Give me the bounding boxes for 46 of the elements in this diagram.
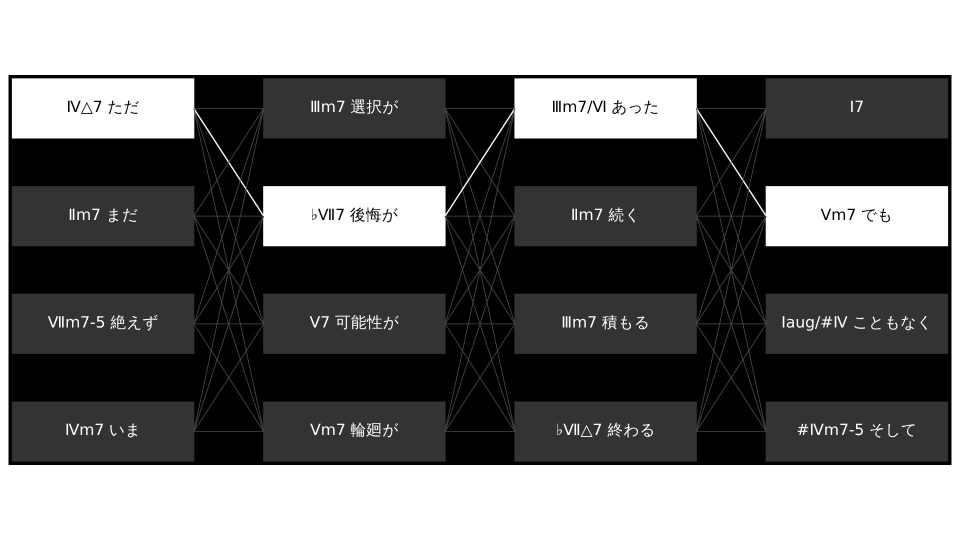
- connector: [444, 108, 516, 217]
- connector: [193, 108, 264, 324]
- connector: [444, 108, 516, 432]
- connector: [696, 108, 767, 109]
- connector: [444, 216, 516, 324]
- node-box: Ⅱm7 まだ: [12, 186, 194, 246]
- node-box: Ⅰ7: [766, 78, 948, 139]
- connector: [444, 431, 516, 432]
- node-box: Ⅲm7 積もる: [514, 294, 697, 354]
- connector: [193, 323, 264, 324]
- node-box: ♭Ⅶ7 後悔が: [263, 186, 446, 246]
- connector: [696, 108, 767, 432]
- connector: [193, 431, 264, 432]
- connector: [444, 323, 516, 324]
- connector: [696, 108, 767, 324]
- connector: [193, 216, 264, 217]
- node-box: #Ⅳm7-5 そして: [766, 401, 948, 462]
- connector: [193, 216, 264, 432]
- connector: [444, 216, 516, 217]
- node-box: Ⅳ△7 ただ: [12, 78, 194, 139]
- connector: [444, 108, 516, 324]
- connector: [193, 108, 264, 432]
- connector: [696, 216, 767, 217]
- connector: [193, 216, 264, 324]
- node-box: Ⅳm7 いま: [12, 401, 194, 462]
- connector: [193, 108, 264, 217]
- node-box: ♭Ⅶ△7 終わる: [514, 401, 697, 462]
- node-box: Ⅱm7 続く: [514, 186, 697, 246]
- connector: [696, 216, 767, 432]
- connector: [696, 108, 767, 217]
- node-box: Ⅴ7 可能性が: [263, 294, 446, 354]
- connector: [696, 323, 767, 324]
- connector: [696, 431, 767, 432]
- connector: [193, 323, 264, 432]
- node-box: Ⅴm7 でも: [766, 186, 948, 246]
- node-box: Ⅲm7 選択が: [263, 78, 446, 139]
- node-box: Ⅴm7 輪廻が: [263, 401, 446, 462]
- node-box: Ⅰaug/#Ⅳ こともなく: [766, 294, 948, 354]
- connector: [444, 216, 516, 432]
- connector: [696, 216, 767, 324]
- connector: [444, 108, 516, 109]
- connector: [193, 108, 264, 109]
- connector: [444, 323, 516, 432]
- connector: [696, 323, 767, 432]
- node-box: Ⅲm7/Ⅵ あった: [514, 78, 697, 139]
- node-box: Ⅶm7-5 絶えず: [12, 294, 194, 354]
